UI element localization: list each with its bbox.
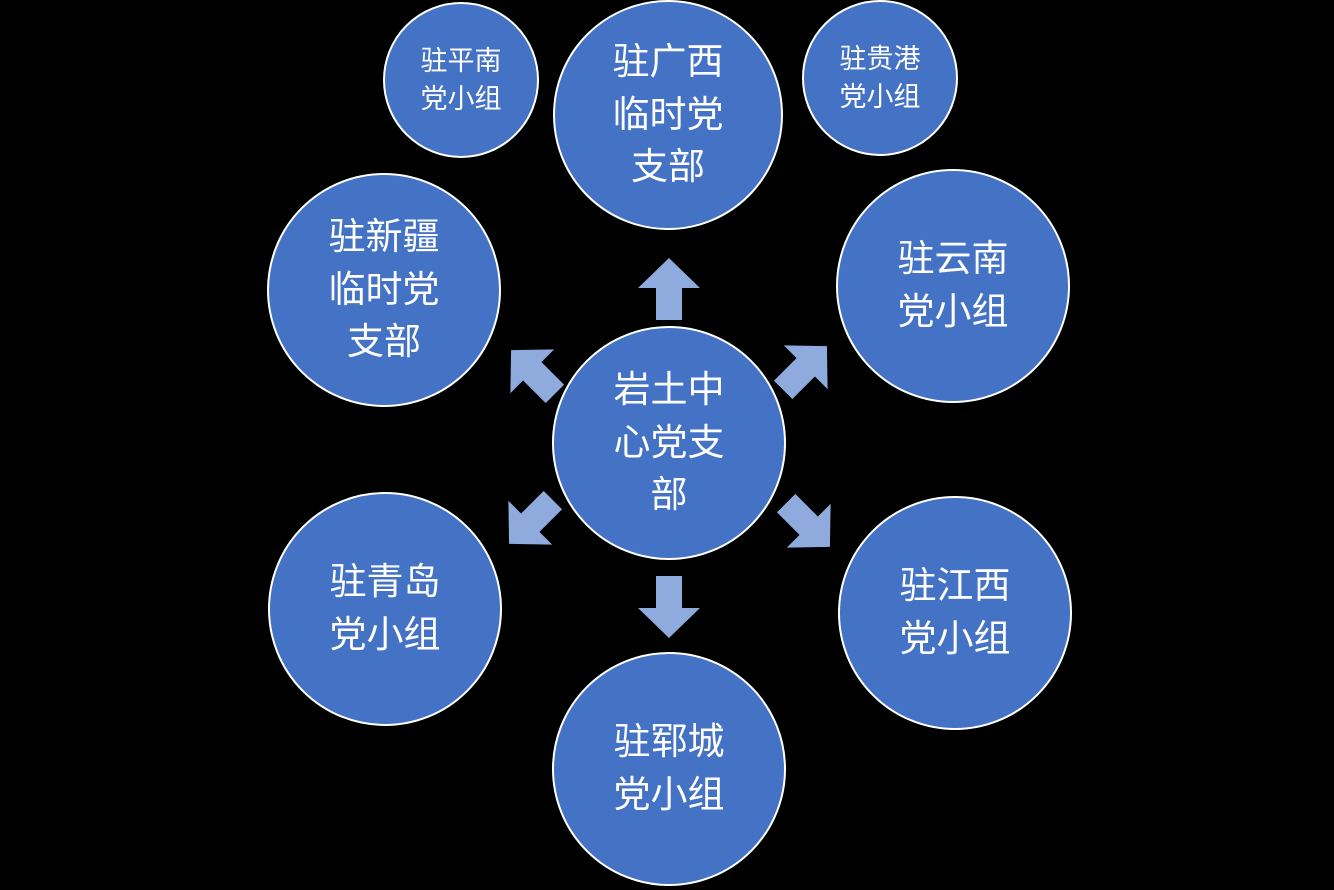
node-guigang-party-group: 驻贵港 党小组 [802,0,958,156]
node-yuncheng-party-group: 驻郓城 党小组 [552,652,786,886]
node-label: 驻新疆 临时党 支部 [328,216,440,363]
node-label: 驻青岛 党小组 [329,561,441,655]
node-jiangxi-party-group: 驻江西 党小组 [838,496,1072,730]
node-guangxi-temp-branch: 驻广西 临时党 支部 [553,0,783,230]
node-label: 驻郓城 党小组 [613,721,725,815]
arrow-down-right-icon [776,493,831,548]
arrow-up-right-icon [773,345,828,400]
node-label: 驻平南 党小组 [420,45,502,114]
arrow-up-left-icon [510,349,565,404]
arrow-down-icon [638,576,700,638]
node-center-party-branch: 岩土中 心党支 部 [552,326,786,560]
node-label: 驻广西 临时党 支部 [612,41,724,188]
node-label: 驻江西 党小组 [899,565,1011,659]
node-label: 岩土中 心党支 部 [613,369,725,516]
node-label: 驻云南 党小组 [897,238,1009,332]
node-qingdao-party-group: 驻青岛 党小组 [268,492,502,726]
node-yunnan-party-group: 驻云南 党小组 [836,169,1070,403]
arrow-up-icon [638,258,700,320]
node-xinjiang-temp-branch: 驻新疆 临时党 支部 [267,173,501,407]
arrow-down-left-icon [508,490,563,545]
node-pingnan-party-group: 驻平南 党小组 [383,2,539,158]
node-label: 驻贵港 党小组 [839,43,921,112]
